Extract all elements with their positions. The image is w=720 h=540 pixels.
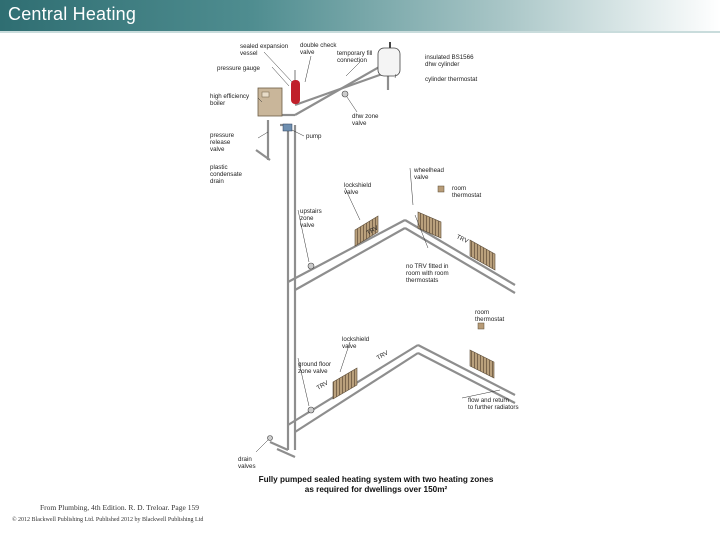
label-sealed-expansion-vessel: sealed expansion vessel — [240, 43, 290, 57]
ground-zone-valve — [307, 406, 315, 414]
label-temporary-fill-connection: temporary fill connection — [337, 50, 374, 64]
label-pressure-gauge: pressure gauge — [217, 65, 261, 72]
dhw-cylinder — [377, 42, 401, 77]
label-drain-valves: drain valves — [238, 456, 256, 470]
diagram-caption-line-1: Fully pumped sealed heating system with … — [259, 475, 494, 484]
heating-diagram: sealed expansion vessel double check val… — [210, 42, 519, 494]
footer-source: From Plumbing, 4th Edition. R. D. Treloa… — [40, 503, 199, 512]
diagram-caption-line-2: as required for dwellings over 150m² — [305, 485, 448, 494]
upstairs-zone-valve — [307, 262, 315, 270]
title-divider — [0, 31, 720, 33]
label-trv-upstairs-2: TRV — [455, 233, 470, 245]
label-plastic-condensate-drain: plastic condensate drain — [210, 164, 244, 185]
label-pump: pump — [306, 133, 322, 140]
label-room-thermostat-lower: room thermostat — [475, 309, 505, 323]
label-trv-ground-1: TRV — [376, 349, 391, 362]
expansion-vessel — [291, 70, 300, 104]
pipework — [255, 61, 516, 459]
label-dhw-zone-valve: dhw zone valve — [352, 113, 380, 127]
boiler — [257, 87, 283, 117]
room-thermostat-upper-icon — [437, 185, 445, 193]
drain-valve-icon — [267, 435, 273, 441]
label-pressure-release-valve: pressure release valve — [210, 132, 236, 153]
dhw-zone-valve — [341, 90, 349, 98]
label-ground-floor-zone-valve: ground floor zone valve — [298, 361, 333, 375]
label-trv-ground-2: TRV — [316, 379, 331, 392]
pump-icon — [282, 123, 293, 132]
label-flow-and-return: flow and return to further radiators — [468, 397, 519, 411]
leader-lines — [255, 51, 501, 453]
radiator-ground-1 — [332, 367, 358, 400]
footer-copyright: © 2012 Blackwell Publishing Ltd. Publish… — [12, 517, 204, 523]
label-double-check-valve: double check valve — [300, 42, 338, 56]
room-thermostat-lower-icon — [477, 322, 485, 330]
label-cylinder-thermostat: cylinder thermostat — [425, 76, 478, 83]
label-lockshield-valve-lower: lockshield valve — [342, 336, 371, 350]
slide-title: Central Heating — [8, 4, 137, 24]
radiator-ground-2 — [469, 349, 495, 379]
title-bar: Central Heating — [0, 0, 720, 31]
label-no-trv-note: no TRV fitted in room with room thermost… — [406, 263, 450, 284]
label-high-efficiency-boiler: high efficiency boiler — [210, 93, 251, 107]
radiator-upstairs-3 — [469, 239, 496, 271]
label-insulated-dhw-cylinder: insulated BS1566 dhw cylinder — [425, 54, 475, 68]
label-room-thermostat-upper: room thermostat — [452, 185, 482, 199]
label-lockshield-valve-upper: lockshield valve — [344, 182, 373, 196]
radiator-upstairs-1 — [354, 215, 379, 247]
label-wheelhead-valve: wheelhead valve — [413, 167, 446, 181]
label-upstairs-zone-valve: upstairs zone valve — [300, 208, 323, 229]
